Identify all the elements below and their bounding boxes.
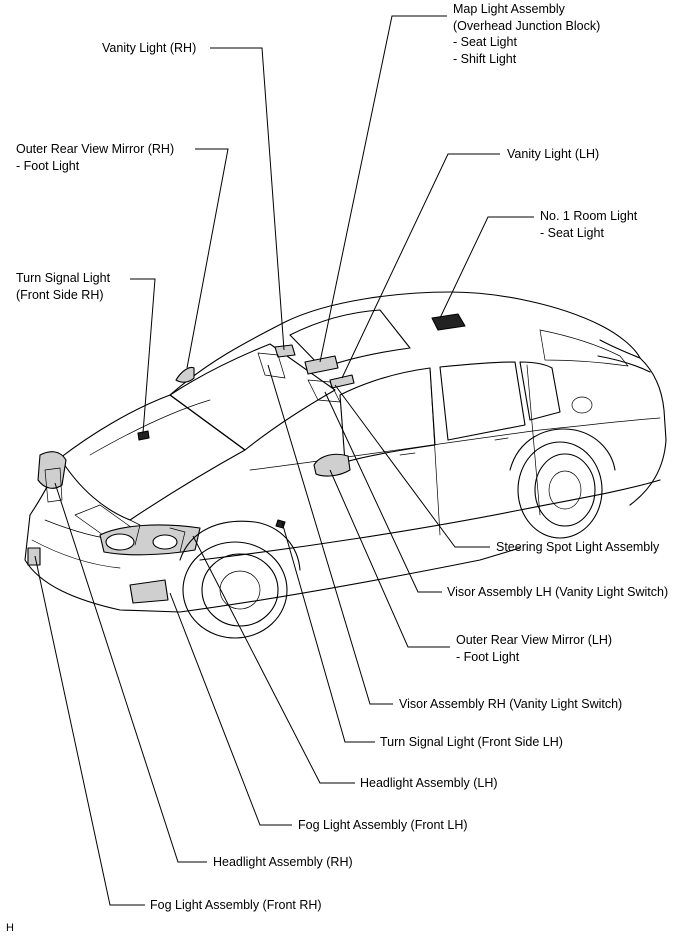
- label-turn-signal-rh: Turn Signal Light (Front Side RH): [16, 271, 111, 302]
- leader-lines: [34, 15, 534, 906]
- label-fog-light-rh: Fog Light Assembly (Front RH): [150, 898, 322, 912]
- label-visor-lh: Visor Assembly LH (Vanity Light Switch): [447, 585, 669, 599]
- car-body: [24, 291, 667, 639]
- label-steering-spot-light: Steering Spot Light Assembly: [496, 540, 660, 554]
- label-outer-mirror-rh: Outer Rear View Mirror (RH) - Foot Light: [16, 142, 175, 173]
- leader-turn-signal-lh: [281, 521, 375, 743]
- label-visor-rh: Visor Assembly RH (Vanity Light Switch): [399, 697, 623, 711]
- leader-steering-spot: [334, 384, 490, 548]
- label-outer-mirror-lh: Outer Rear View Mirror (LH) - Foot Light: [456, 633, 613, 664]
- leader-fog-light-rh: [34, 555, 145, 906]
- label-headlight-lh: Headlight Assembly (LH): [360, 776, 498, 790]
- label-no1-room-light: No. 1 Room Light - Seat Light: [540, 209, 638, 240]
- leader-vanity-light-lh: [341, 153, 500, 379]
- leader-headlight-rh: [54, 482, 207, 863]
- label-vanity-light-lh: Vanity Light (LH): [507, 147, 600, 161]
- label-vanity-light-rh: Vanity Light (RH): [102, 41, 197, 55]
- leader-visor-rh: [267, 364, 393, 705]
- leader-fog-light-lh: [169, 592, 292, 826]
- leader-headlight-lh: [192, 535, 355, 784]
- label-fog-light-lh: Fog Light Assembly (Front LH): [298, 818, 468, 832]
- leader-vanity-light-rh: [210, 47, 285, 351]
- label-map-light-assembly: Map Light Assembly (Overhead Junction Bl…: [453, 2, 601, 66]
- leader-outer-mirror-rh: [186, 148, 229, 369]
- leader-visor-lh: [324, 391, 442, 593]
- leader-outer-mirror-lh: [329, 469, 450, 648]
- corner-mark: H: [6, 922, 14, 934]
- leader-map-light: [319, 15, 447, 363]
- label-headlight-rh: Headlight Assembly (RH): [213, 855, 353, 869]
- leader-no1-room-light: [439, 216, 534, 319]
- label-turn-signal-lh: Turn Signal Light (Front Side LH): [380, 735, 563, 749]
- leader-turn-signal-rh: [130, 278, 156, 434]
